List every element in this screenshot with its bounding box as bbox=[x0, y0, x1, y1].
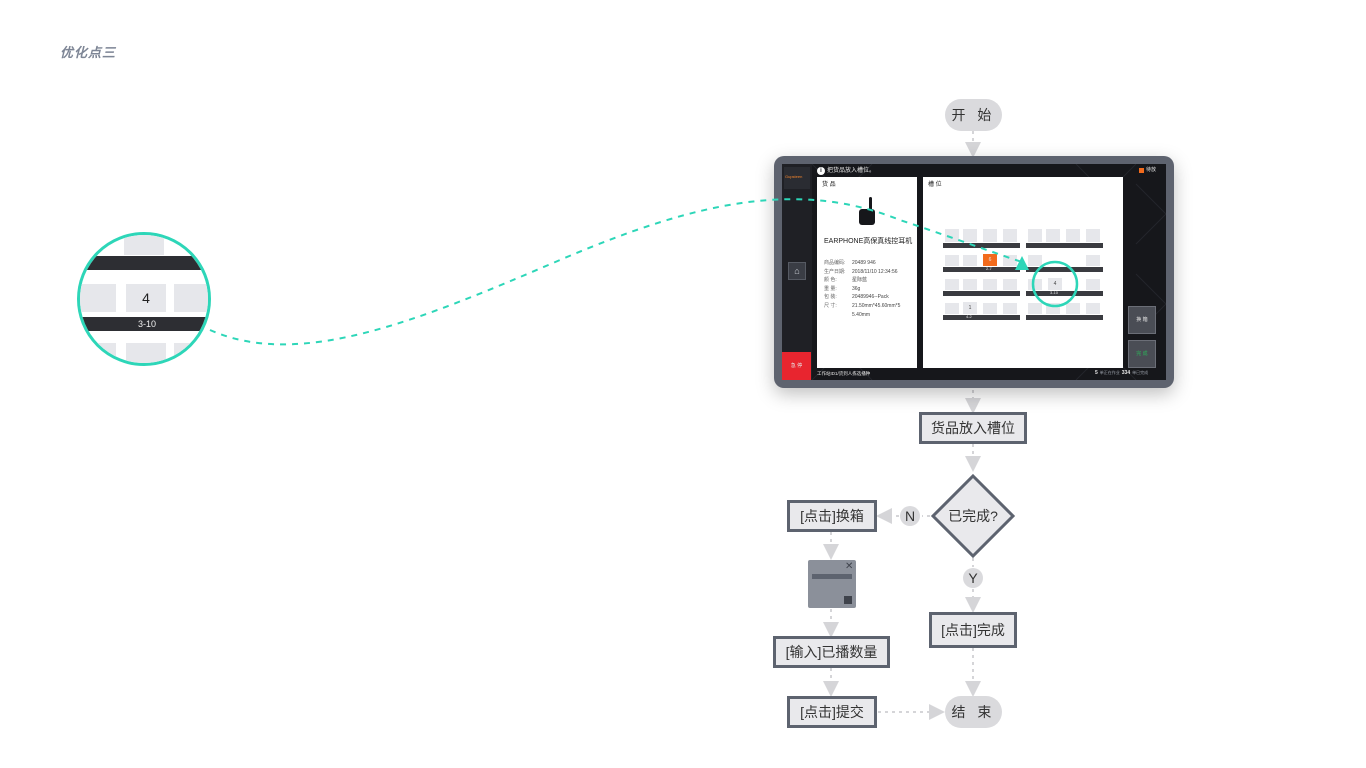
slots-panel: 槽 位 6 2-7 1 bbox=[923, 177, 1123, 368]
start-node: 开 始 bbox=[945, 99, 1002, 131]
emergency-stop-label: 急 停 bbox=[790, 362, 803, 369]
zoom-shelf bbox=[80, 256, 208, 270]
slot bbox=[1086, 229, 1100, 242]
shelf bbox=[943, 267, 1020, 272]
zoom-slot bbox=[80, 284, 116, 312]
slot bbox=[945, 255, 959, 266]
product-name: EARPHONE高保真线控耳机 bbox=[824, 238, 913, 245]
dialog-icon: ✕ bbox=[808, 560, 856, 608]
pending-legend-swatch bbox=[1139, 168, 1144, 173]
pending-legend-label: 待放 bbox=[1146, 167, 1157, 173]
zoom-slot bbox=[80, 343, 116, 363]
slot bbox=[1046, 303, 1060, 314]
slot-highlighted[interactable]: 4 bbox=[1048, 278, 1062, 290]
emergency-stop-button[interactable]: 急 停 bbox=[782, 352, 811, 380]
slot bbox=[1046, 229, 1060, 242]
page-title: 优化点三 bbox=[60, 45, 117, 60]
slot bbox=[1086, 303, 1100, 314]
slot bbox=[1028, 255, 1042, 266]
slot bbox=[983, 303, 997, 314]
slot bbox=[1028, 229, 1042, 242]
goods-header: 货 品 bbox=[822, 182, 836, 188]
slot bbox=[963, 229, 977, 242]
switch-box-label: 换 箱 bbox=[1136, 316, 1148, 323]
dialog-bar-icon bbox=[812, 574, 852, 579]
zoom-slot bbox=[126, 343, 166, 363]
shelf bbox=[1026, 267, 1103, 272]
spec-row: 尺 寸:21.50mm*45.60mm*5 bbox=[824, 302, 901, 309]
earphone-case-icon bbox=[859, 209, 875, 225]
product-specs: 商品编码:20489 946 生产日期:2018/11/10 12:34:56 … bbox=[824, 261, 919, 321]
zoom-slot bbox=[174, 343, 208, 363]
shelf bbox=[943, 243, 1020, 248]
zoom-slot bbox=[174, 284, 208, 312]
slot bbox=[945, 229, 959, 242]
zoom-slot-number: 4 bbox=[126, 284, 166, 312]
goods-panel: 货 品 EARPHONE高保真线控耳机 商品编码:20489 946 生产日期:… bbox=[817, 177, 917, 368]
slot-filled-label: 4-2 bbox=[966, 314, 972, 319]
spec-row: 生产日期:2018/11/10 12:34:56 bbox=[824, 268, 898, 275]
tablet-footer-right: 5 单正在作业 334 单已完成 bbox=[1095, 370, 1149, 376]
slot bbox=[983, 229, 997, 242]
click-submit-step: [点击]提交 bbox=[787, 696, 877, 728]
slot bbox=[963, 279, 977, 290]
slot-pending-label: 2-7 bbox=[986, 266, 992, 271]
dialog-corner-icon bbox=[844, 596, 852, 604]
slot bbox=[1003, 255, 1017, 266]
slot bbox=[1086, 279, 1100, 290]
earphone-bud-icon bbox=[869, 197, 872, 211]
decision-diamond bbox=[930, 473, 1016, 559]
tablet-logo: Gupsteen bbox=[785, 174, 803, 179]
slot bbox=[1003, 229, 1017, 242]
slot bbox=[983, 279, 997, 290]
info-icon: i bbox=[817, 167, 825, 175]
zoom-slot-label: 3-10 bbox=[80, 317, 208, 331]
home-icon[interactable]: ⌂ bbox=[788, 262, 806, 280]
spec-row: 5.40mm bbox=[852, 311, 871, 318]
zoom-slot bbox=[124, 235, 164, 255]
shelf bbox=[943, 291, 1020, 296]
slot bbox=[1003, 279, 1017, 290]
slot bbox=[1003, 303, 1017, 314]
slot bbox=[945, 303, 959, 314]
switch-box-button[interactable]: 换 箱 bbox=[1128, 306, 1156, 334]
tablet-footer-left: 工作站ID1/货到人拣选播种 bbox=[817, 371, 871, 376]
shelf bbox=[1026, 315, 1103, 320]
slot bbox=[1028, 279, 1042, 290]
slot-filled[interactable]: 1 bbox=[963, 302, 977, 314]
dialog-close-icon: ✕ bbox=[845, 561, 854, 572]
yes-badge: Y bbox=[963, 568, 983, 588]
no-badge: N bbox=[900, 506, 920, 526]
slot-pending[interactable]: 6 bbox=[983, 254, 997, 266]
slot-highlighted-label: 3-10 bbox=[1050, 290, 1059, 295]
shelf bbox=[1026, 243, 1103, 248]
decision-label: 已完成? bbox=[948, 508, 998, 524]
slot bbox=[1028, 303, 1042, 314]
tablet-logo-box: Gupsteen bbox=[784, 167, 810, 189]
click-switch-box-step: [点击]换箱 bbox=[787, 500, 877, 532]
tablet-screen: Gupsteen ⌂ 急 停 i 把货品放入槽位。 待放 货 品 EARPHON… bbox=[782, 164, 1166, 380]
slot bbox=[945, 279, 959, 290]
done-label: 完 成 bbox=[1136, 350, 1148, 357]
place-goods-step: 货品放入槽位 bbox=[919, 412, 1027, 444]
shelf bbox=[1026, 291, 1103, 296]
tablet-instruction: 把货品放入槽位。 bbox=[827, 168, 876, 174]
slot bbox=[1066, 229, 1080, 242]
slot bbox=[1086, 255, 1100, 266]
slot bbox=[963, 255, 977, 266]
slot bbox=[1066, 303, 1080, 314]
slots-header: 槽 位 bbox=[928, 182, 942, 188]
input-count-step: [输入]已播数量 bbox=[773, 636, 890, 668]
done-button[interactable]: 完 成 bbox=[1128, 340, 1156, 368]
shelf bbox=[943, 315, 1020, 320]
end-node: 结 束 bbox=[945, 696, 1002, 728]
click-done-step: [点击]完成 bbox=[929, 612, 1017, 648]
spec-row: 颜 色:星际蓝 bbox=[824, 277, 868, 284]
zoom-magnifier: 4 3-10 bbox=[77, 232, 211, 366]
